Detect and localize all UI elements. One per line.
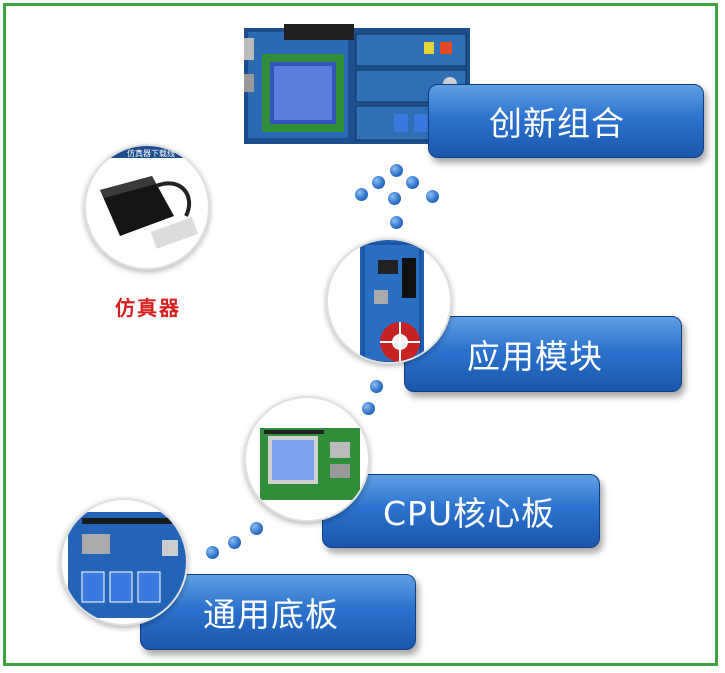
step-cpu-core-board: CPU核心板	[322, 474, 600, 548]
emulator-device-text: 仿真器下载线	[127, 148, 175, 158]
connector-dot	[426, 190, 439, 203]
connector-dot	[355, 188, 368, 201]
cpu-core-board-image	[244, 396, 370, 522]
connector-dot	[206, 546, 219, 559]
combined-board-image	[244, 24, 470, 146]
connector-dot	[390, 216, 403, 229]
connector-dot	[388, 192, 401, 205]
step-application-module: 应用模块	[404, 316, 682, 392]
connector-dot	[250, 522, 263, 535]
step-label: 应用模块	[467, 337, 603, 376]
connector-dot	[370, 380, 383, 393]
connector-dot	[390, 164, 403, 177]
connector-dot	[372, 176, 385, 189]
step-label: 通用底板	[203, 595, 339, 634]
step-innovation-combo: 创新组合	[428, 84, 704, 158]
base-board-image	[60, 498, 188, 626]
step-base-board: 通用底板	[140, 574, 416, 650]
diagram-frame	[3, 3, 718, 666]
emulator-image: 仿真器下载线	[84, 144, 210, 270]
connector-dot	[228, 536, 241, 549]
application-module-image	[326, 238, 452, 364]
step-label: CPU核心板	[383, 494, 556, 533]
step-label: 创新组合	[489, 104, 625, 143]
connector-dot	[362, 402, 375, 415]
connector-dot	[406, 176, 419, 189]
emulator-label: 仿真器	[115, 296, 181, 320]
